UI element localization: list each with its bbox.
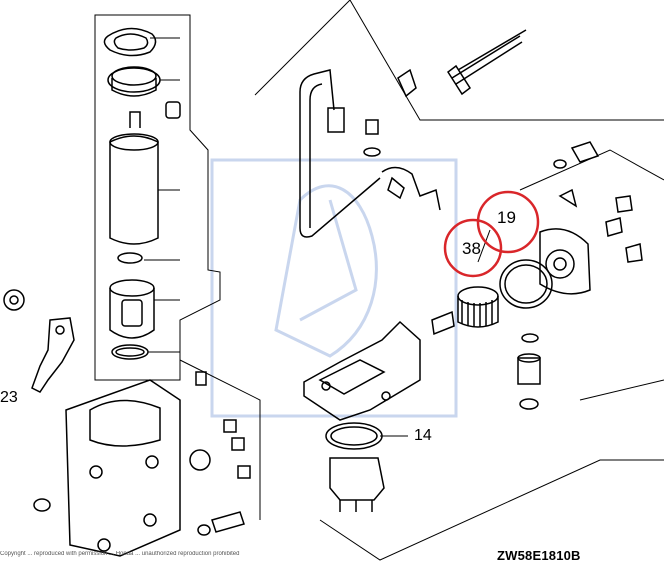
right-side-parts [299, 29, 643, 512]
assembly-frame [94, 0, 664, 561]
callout-23: 23 [0, 389, 18, 406]
diagram-code: ZW58E1810B [497, 548, 581, 563]
leader-lines [144, 37, 491, 437]
highlight-circle-38 [443, 218, 503, 278]
left-column-parts [3, 27, 251, 557]
highlight-circles [443, 190, 540, 278]
callout-19: 19 [497, 208, 516, 227]
callout-38: 38 [462, 239, 481, 258]
copyright-fine-print: Copyright ... reproduced with permission… [0, 551, 240, 557]
highlight-circle-19 [476, 190, 540, 254]
callout-14: 14 [414, 427, 432, 444]
